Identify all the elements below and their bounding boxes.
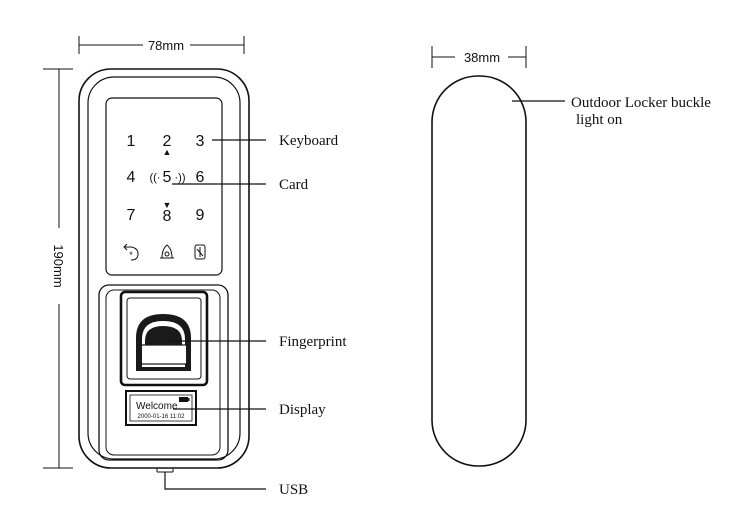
front-device [78,68,250,473]
key-9[interactable]: 9 [196,207,205,224]
callout-fingerprint: Fingerprint [279,334,347,350]
key-1[interactable]: 1 [127,133,136,150]
down-arrow-icon: ▼ [163,200,172,210]
back-star-icon[interactable]: * [123,243,139,261]
key-4[interactable]: 4 [127,169,136,186]
front-height-dimension: 190mm [43,68,73,469]
display-title: Welcome [136,401,178,412]
callout-keyboard: Keyboard [279,133,339,149]
front-height-label: 190mm [51,244,66,287]
svg-text:*: * [129,250,133,260]
display-screen: Welcome 2000-01-16 11:02 [125,390,197,426]
callout-card: Card [279,177,309,193]
battery-icon [179,397,188,402]
card-wave-right-icon: ·)) [175,172,186,184]
side-device: Outdoor Locker buckle light on [431,75,711,467]
key-3[interactable]: 3 [196,133,205,150]
side-width-label: 38mm [464,50,500,65]
key-5[interactable]: 5 [163,169,172,186]
key-6[interactable]: 6 [196,169,205,186]
key-8[interactable]: 8 [163,208,172,225]
front-width-label: 78mm [148,38,184,53]
fingerprint-module [98,284,229,461]
key-7[interactable]: 7 [127,207,136,224]
callout-outdoor-line2: light on [576,112,623,128]
callout-outdoor-line1: Outdoor Locker buckle [571,95,711,111]
bell-icon[interactable] [160,244,174,259]
lock-icon[interactable] [194,244,206,260]
front-width-dimension: 78mm [78,36,245,54]
display-datetime: 2000-01-16 11:02 [138,414,186,420]
callout-display: Display [279,402,326,418]
callout-usb: USB [279,482,308,498]
side-width-dimension: 38mm [431,46,527,68]
callouts: Keyboard Card Fingerprint Display USB [164,133,347,498]
up-arrow-icon: ▲ [163,147,172,157]
fingerprint-icon[interactable] [136,314,191,371]
card-wave-left-icon: ((· [150,172,161,184]
keypad-panel: 1 2 ▲ 3 4 ((· 5 ·)) 6 7 ▼ 8 9 * [105,97,223,276]
key-2[interactable]: 2 [163,133,172,150]
